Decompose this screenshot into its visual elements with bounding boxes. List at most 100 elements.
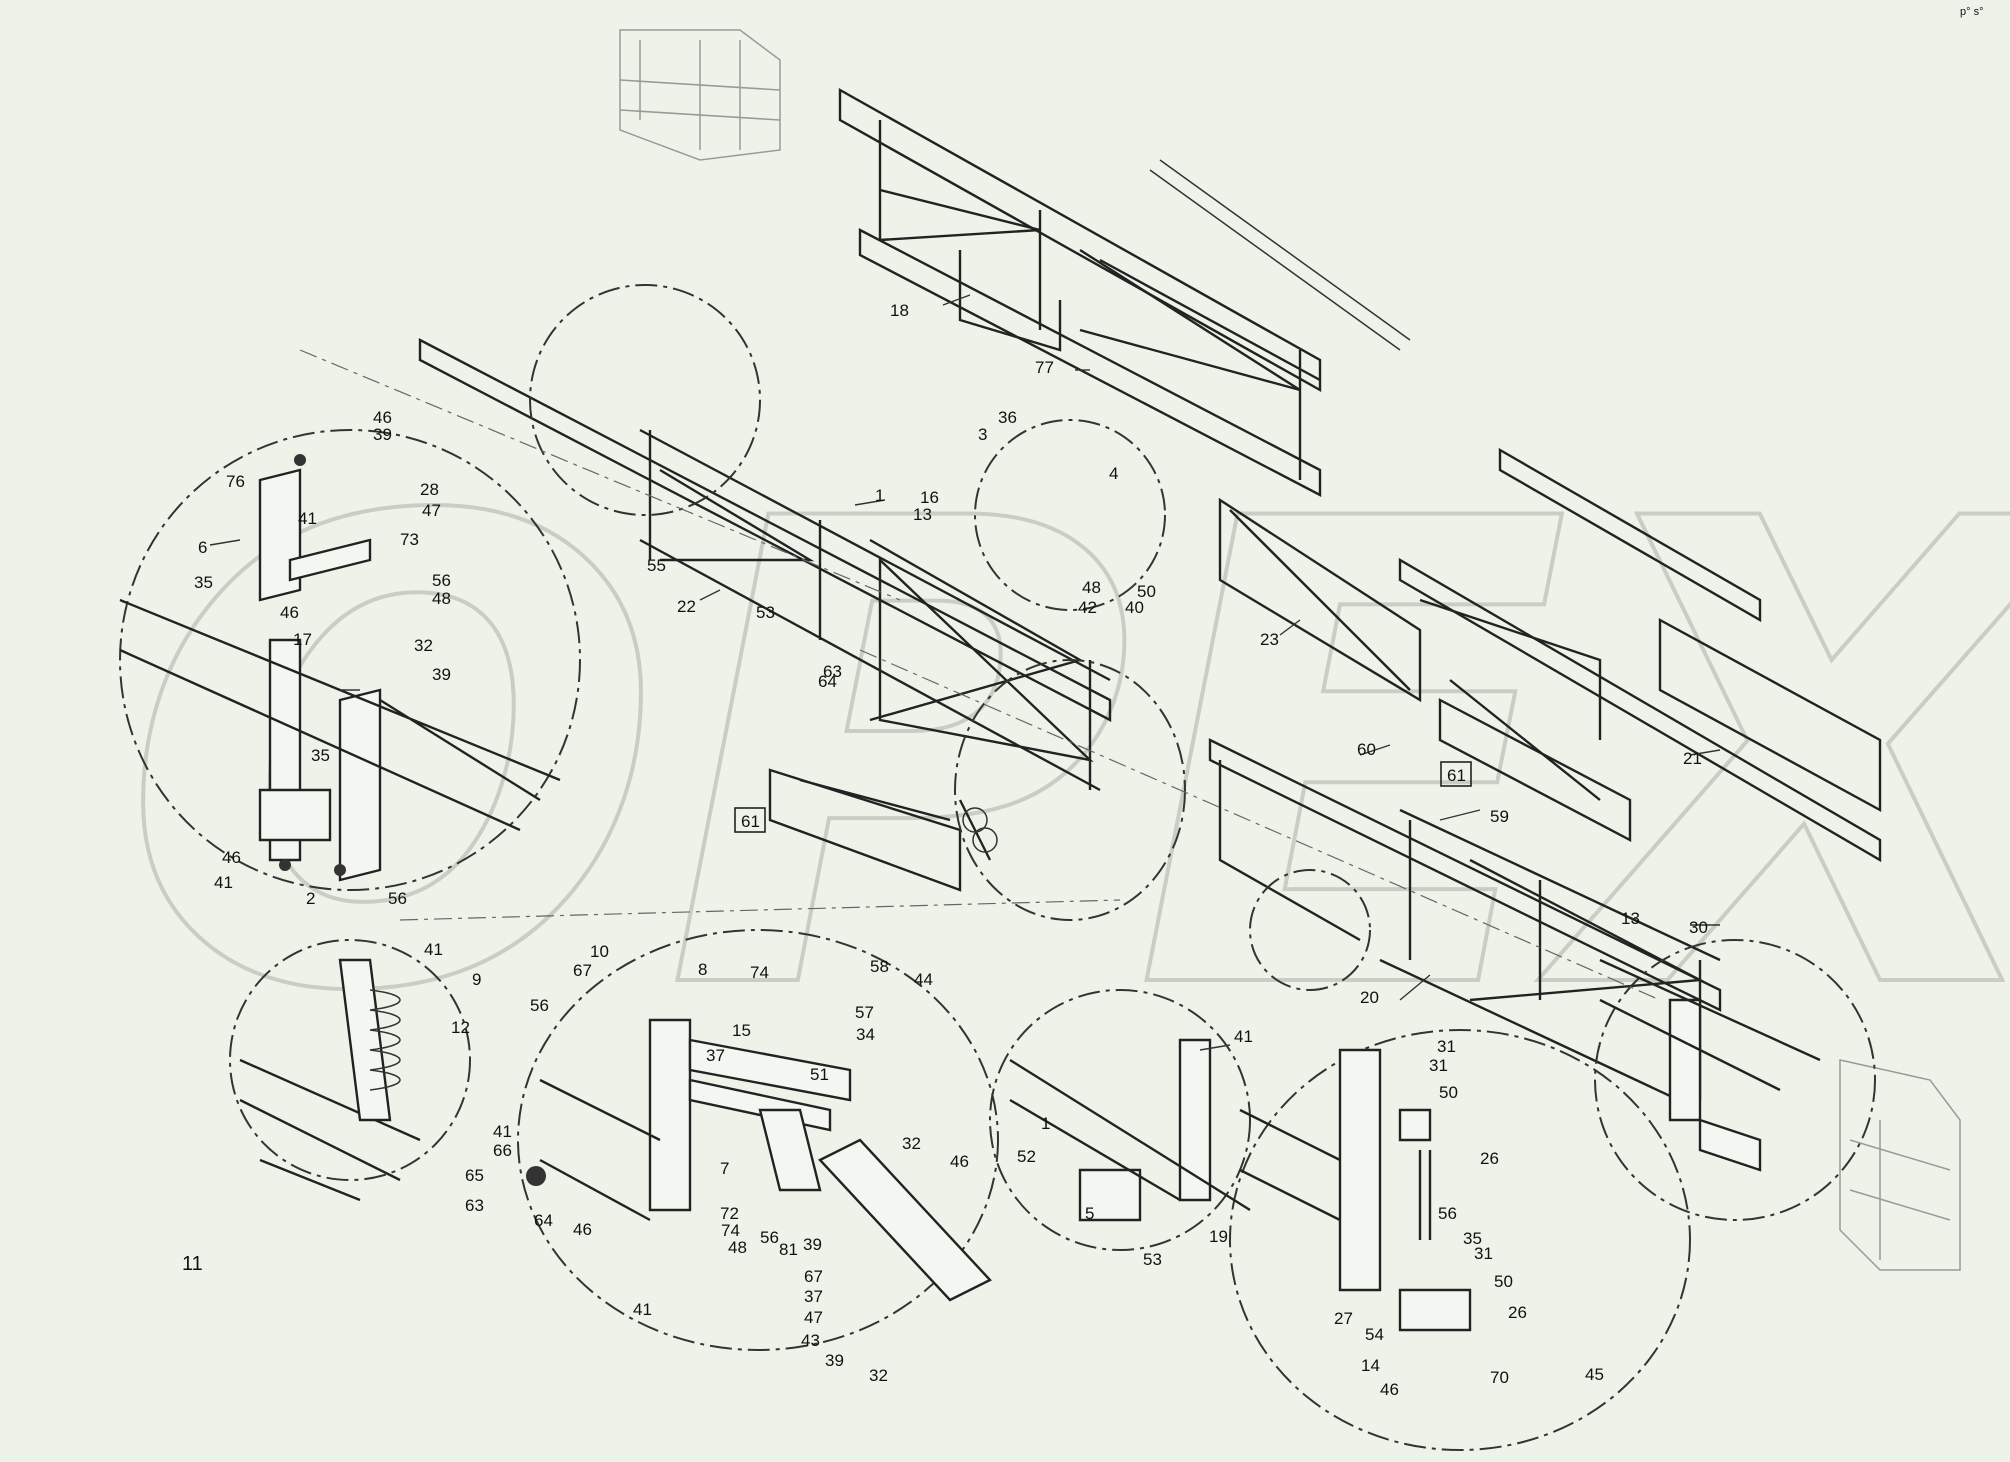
part-callout: 42: [1078, 598, 1097, 617]
part-callout: 51: [810, 1065, 829, 1084]
part-callout: 37: [804, 1287, 823, 1306]
part-callout: 22: [677, 597, 696, 616]
part-callout: 76: [226, 472, 245, 491]
figure-number: 11: [182, 1253, 203, 1275]
part-callout: 73: [400, 530, 419, 549]
part-callout: 41: [493, 1122, 512, 1141]
part-callout: 48: [432, 589, 451, 608]
part-callout: 77: [1035, 358, 1054, 377]
part-callout: 16: [920, 488, 939, 507]
part-callout: 41: [633, 1300, 652, 1319]
part-callout: 48: [1082, 578, 1101, 597]
detail-circle-upper-hinge: [529, 284, 761, 516]
part-callout: 39: [432, 665, 451, 684]
part-callout: 31: [1437, 1037, 1456, 1056]
part-callout: 56: [388, 889, 407, 908]
part-callout: 6: [198, 538, 207, 557]
part-callout: 65: [465, 1166, 484, 1185]
part-callout: 31: [1474, 1244, 1493, 1263]
part-callout: 53: [756, 603, 775, 622]
part-callout: 47: [422, 501, 441, 520]
part-callout: 28: [420, 480, 439, 499]
part-callout: 46: [950, 1152, 969, 1171]
spring-detail: [239, 958, 421, 1202]
part-callout: 64: [818, 672, 837, 691]
part-callout: 50: [1439, 1083, 1458, 1102]
part-callout: 47: [804, 1308, 823, 1327]
part-callout: 67: [804, 1267, 823, 1286]
part-callout: 44: [914, 970, 933, 989]
part-callout: 13: [913, 505, 932, 524]
leader-lines: [209, 294, 1721, 1051]
part-callout: 32: [869, 1366, 888, 1385]
part-callout: 52: [1017, 1147, 1036, 1166]
svg-text:61: 61: [741, 812, 760, 831]
part-callout: 7: [720, 1159, 729, 1178]
part-callout: 53: [1143, 1250, 1162, 1269]
part-callout: 35: [1463, 1229, 1482, 1248]
part-callout: 56: [760, 1228, 779, 1247]
detail-circle-tip-hinge: [1594, 939, 1876, 1221]
part-callout: 74: [721, 1221, 740, 1240]
part-callout: 50: [1137, 582, 1156, 601]
detail-circle-left-hinge: [119, 429, 581, 891]
part-callout: 63: [465, 1196, 484, 1215]
part-callout: 10: [590, 942, 609, 961]
part-callout: 67: [573, 961, 592, 980]
right-outer-boom: [1208, 738, 1722, 1112]
part-callout: 17: [293, 630, 312, 649]
part-callout: 31: [1429, 1056, 1448, 1075]
part-callout: 9: [472, 970, 481, 989]
part-callout: 46: [280, 603, 299, 622]
part-callout: 18: [890, 301, 909, 320]
part-callout: 21: [1683, 749, 1702, 768]
part-callout: 3: [978, 425, 987, 444]
part-callout: 41: [214, 873, 233, 892]
part-callout: 39: [803, 1235, 822, 1254]
part-callout: 74: [750, 963, 769, 982]
detail-circle-hinge-pin: [1229, 1029, 1691, 1451]
part-callout: 54: [1365, 1325, 1384, 1344]
part-callout: 50: [1494, 1272, 1513, 1291]
svg-text:61: 61: [1447, 766, 1466, 785]
part-callout: 46: [1380, 1380, 1399, 1399]
left-hinge-detail: [119, 454, 561, 882]
hinge-pin-detail: [1239, 1048, 1472, 1332]
part-callout: 1: [1041, 1114, 1050, 1133]
corner-mark: p° s°: [1960, 6, 1983, 18]
part-callout: 8: [698, 960, 707, 979]
part-callout: 27: [1334, 1309, 1353, 1328]
part-callout: 46: [222, 848, 241, 867]
part-callout: 60: [1357, 740, 1376, 759]
alignment-line: [299, 349, 901, 601]
part-callout: 63: [823, 662, 842, 681]
part-callout: 48: [728, 1238, 747, 1257]
part-callout: 57: [855, 1003, 874, 1022]
link-assembly-detail: [526, 1018, 992, 1302]
part-callout: 55: [647, 556, 666, 575]
part-callout: 13: [1621, 909, 1640, 928]
detail-circle-spring: [229, 939, 471, 1181]
part-callout: 37: [706, 1046, 725, 1065]
part-callout: 15: [732, 1021, 751, 1040]
part-callout: 26: [1480, 1149, 1499, 1168]
part-callout: 4: [1109, 464, 1118, 483]
part-callout: 35: [311, 746, 330, 765]
boxed-ref-right: 61: [1440, 761, 1472, 787]
tractor-hitch-ghost: [619, 29, 781, 161]
detail-circle-link-assembly: [517, 929, 999, 1351]
part-callout: 64: [534, 1211, 553, 1230]
part-callout: 20: [1360, 988, 1379, 1007]
detail-circle-centre-lock: [974, 419, 1166, 611]
part-callout: 56: [530, 996, 549, 1015]
central-boom-frame: [838, 87, 1411, 497]
part-callout: 23: [1260, 630, 1279, 649]
joint-bracket-detail: [1009, 1038, 1251, 1222]
part-callout: 81: [779, 1240, 798, 1259]
left-spring-assembly: [768, 768, 998, 892]
part-callout: 39: [373, 425, 392, 444]
part-callout: 43: [801, 1331, 820, 1350]
part-callout: 41: [1234, 1027, 1253, 1046]
